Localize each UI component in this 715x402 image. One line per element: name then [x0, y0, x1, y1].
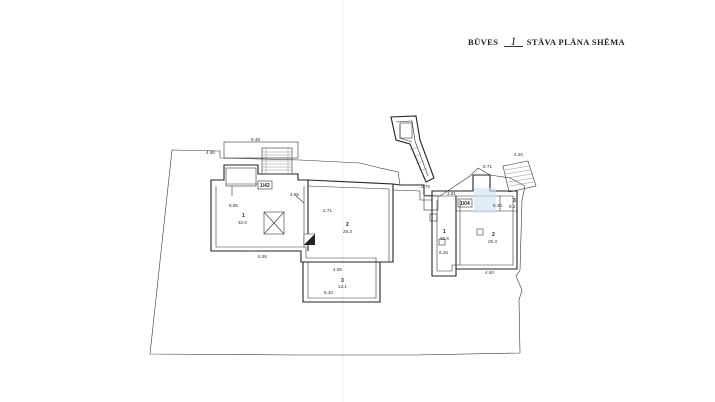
dim-3-91: 3.91: [447, 191, 456, 196]
dim-4-55: 4.55: [333, 267, 342, 272]
room-2-number: 2: [346, 222, 349, 228]
room-2-area: 25.3: [343, 229, 352, 234]
room-5-area: 25.3: [488, 239, 497, 244]
title-prefix: BŪVES: [468, 37, 499, 47]
room-labels: 1 32.0 2 25.3 3 13.1 1 32.6 2 25.3 3 9.1…: [238, 183, 516, 289]
site-boundary: [149, 149, 526, 356]
dim-4-50: 4.50: [485, 270, 494, 275]
dim-6-25: 6.25: [439, 250, 448, 255]
tag-box-right: [457, 198, 473, 208]
passage-small-room: [423, 195, 439, 211]
dim-5-55: 5.55: [258, 254, 267, 259]
room-6-number: 3: [513, 198, 516, 204]
tag-right: 1/04: [460, 201, 470, 207]
entrance-room: [225, 167, 257, 187]
room-5-number: 2: [492, 232, 495, 238]
right-building: [431, 160, 537, 277]
right-building-inner-wall: [436, 195, 514, 272]
room-4-number: 1: [443, 229, 446, 235]
dim-5-30: 5.30: [493, 203, 502, 208]
passage: [392, 183, 439, 222]
stove-right: [476, 228, 484, 236]
dim-6-10: 6.10: [324, 290, 333, 295]
dim-4-85: 4.85: [290, 192, 299, 197]
room-1-number: 1: [242, 213, 245, 219]
floor-number: 1: [504, 35, 523, 47]
room-4-area: 32.6: [440, 236, 449, 241]
left-staircase: [261, 147, 293, 175]
dim-4-90: 4.90: [206, 150, 215, 155]
room-6-area: 9.1: [509, 204, 516, 209]
dim-4-20: 4.20: [514, 152, 523, 157]
left-building-outer-wall: [210, 164, 394, 303]
tag-left: 1/42: [260, 183, 270, 189]
dimension-labels: 8.48 4.90 6.85 4.85 2.71 5.55 4.55 6.10 …: [206, 137, 523, 295]
left-building: [210, 141, 394, 303]
dim-2-75: 2.75: [421, 184, 430, 189]
left-annex: [223, 141, 299, 159]
room-3-area: 13.1: [338, 284, 347, 289]
dim-6-85: 6.85: [229, 203, 238, 208]
left-building-inner-wall: [215, 185, 390, 299]
dim-2-71: 2.71: [323, 208, 332, 213]
dim-5-71: 5.71: [483, 164, 492, 169]
room-1-area: 32.0: [238, 220, 247, 225]
oven-block: [263, 211, 285, 235]
dim-8-48: 8.48: [251, 137, 260, 142]
room-3-number: 3: [341, 278, 344, 284]
right-building-outer-wall: [431, 174, 518, 277]
diagonal-wing: [390, 115, 435, 183]
tag-box-left: [257, 180, 273, 190]
title-suffix: STĀVA PLĀNA SHĒMA: [526, 37, 626, 47]
right-staircase: [502, 160, 537, 193]
